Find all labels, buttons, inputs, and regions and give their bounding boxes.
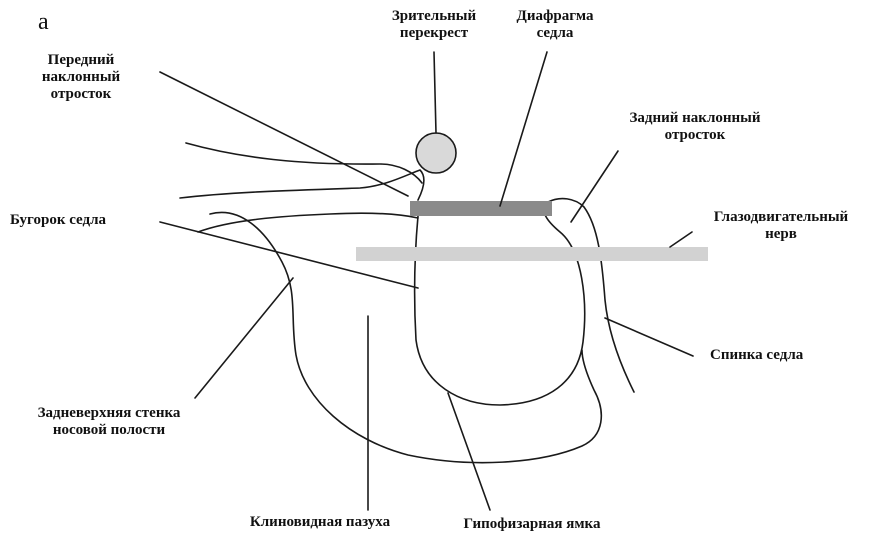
optic-chiasm-shape [416,133,456,173]
label-sphenoid-sinus: Клиновидная пазуха [220,514,420,531]
label-oculomotor-nerve: Глазодвигательный нерв [690,209,872,243]
leader-dorsum [605,318,693,356]
diaphragm-sellae-bar [410,201,552,216]
pituitary-fossa-contour [415,202,585,405]
leader-diaphragm [500,52,547,206]
oculomotor-nerve-bar [356,247,708,261]
label-optic-chiasm: Зрительный перекрест [374,8,494,42]
figure-letter: а [38,10,49,34]
leader-optic-chiasm [434,52,436,133]
leader-oculomotor [670,232,692,247]
label-anterior-clinoid: Передний наклонный отросток [26,52,136,103]
leader-anterior-clinoid [160,72,408,196]
leader-posterior-clinoid [571,151,618,222]
leader-pituitary-fossa [448,393,490,510]
label-posterosuperior-wall: Задневерхняя стенка носовой полости [14,405,204,439]
label-diaphragm-sellae: Диафрагма седла [500,8,610,42]
tuberculum-line [198,213,418,232]
label-dorsum-sellae: Спинка седла [710,347,803,364]
label-tuberculum-sellae: Бугорок седла [10,212,106,229]
planum-upper-line [186,143,422,183]
posterior-clinoid-contour [548,199,634,392]
leader-posterosuperior-wall [195,278,293,398]
label-pituitary-fossa: Гипофизарная ямка [432,516,632,533]
label-posterior-clinoid: Задний наклонный отросток [610,110,780,144]
